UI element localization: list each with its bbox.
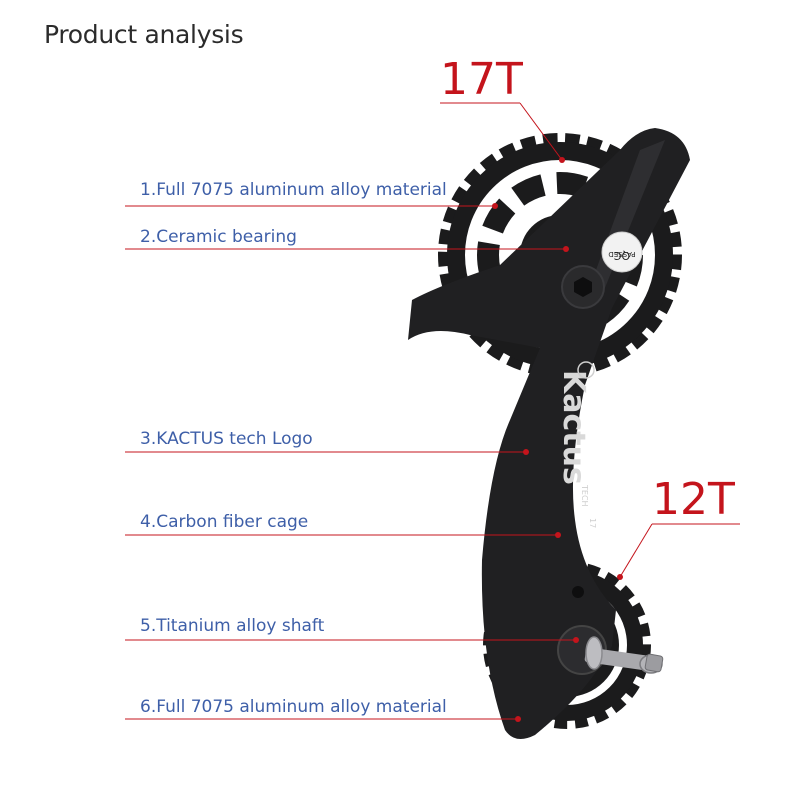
cage-size-mark: 17: [588, 518, 597, 528]
page-title: Product analysis: [44, 20, 244, 49]
callout-label-1: 1.Full 7075 aluminum alloy material: [140, 180, 447, 200]
titanium-shaft: [584, 636, 664, 674]
callout-label-5: 5.Titanium alloy shaft: [140, 616, 325, 636]
callout-label-4: 4.Carbon fiber cage: [140, 512, 309, 532]
brand-text: Kactus: [556, 370, 591, 485]
bottom-pulley-tooth-count: 12T: [652, 474, 735, 525]
carbon-fiber-cage: [408, 128, 690, 739]
brand-sub-text: TECH: [580, 484, 589, 507]
callout-label-2: 2.Ceramic bearing: [140, 227, 297, 247]
qc-passed-badge: QC PASSED: [601, 231, 643, 273]
callout-dots: [492, 157, 623, 722]
qc-badge-top-text: QC: [614, 249, 631, 262]
kactus-tech-logo: Kactus TECH 17: [556, 370, 597, 528]
qc-badge-bottom-text: PASSED: [608, 250, 635, 258]
callout-leaders: [125, 102, 740, 720]
kactus-emblem-icon: [577, 361, 595, 379]
callout-label-3: 3.KACTUS tech Logo: [140, 429, 313, 449]
callout-label-6: 6.Full 7075 aluminum alloy material: [140, 697, 447, 717]
top-pulley-tooth-count: 17T: [440, 54, 523, 105]
